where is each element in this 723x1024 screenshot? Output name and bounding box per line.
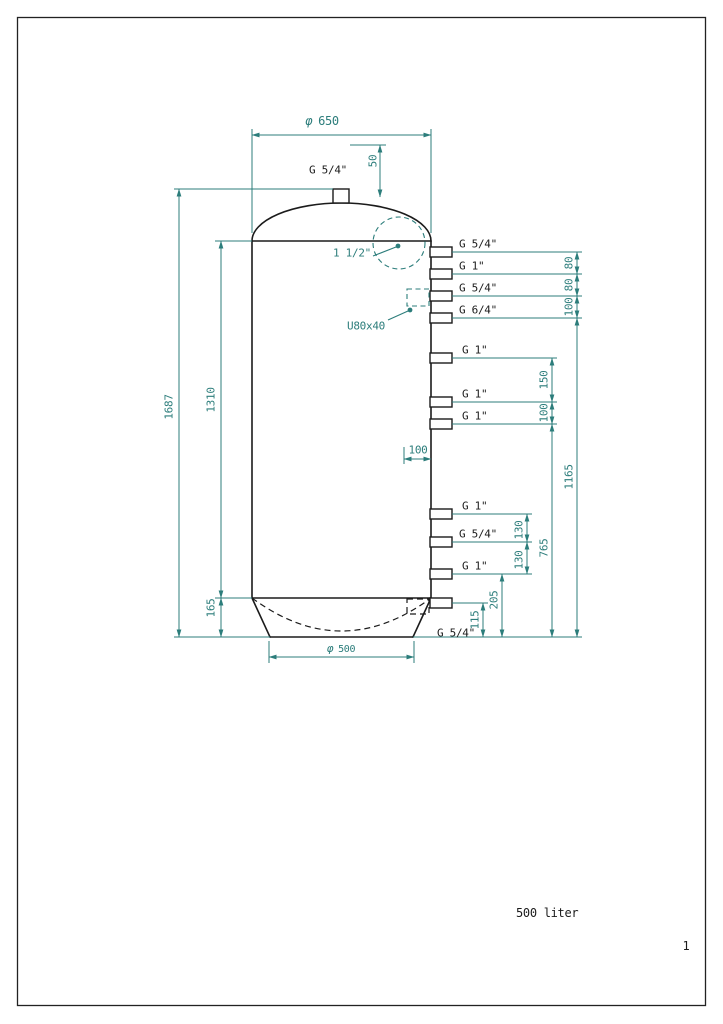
page-border <box>16 16 707 1007</box>
dim-gap-80a: 80 <box>562 256 576 270</box>
bottom-internal-detail <box>406 598 430 615</box>
dim-base-diameter: φ 500 <box>327 643 356 655</box>
nozzle-stub <box>429 312 453 324</box>
top-connection-label: G 5/4" <box>309 163 347 177</box>
hidden-lines <box>251 597 432 632</box>
dim-height-115: 115 <box>468 610 482 630</box>
detail-rect-u80x40 <box>406 288 430 307</box>
dim-overall-height: 1687 <box>162 394 176 420</box>
nozzle-stub <box>429 352 453 364</box>
leader-dot-flange <box>395 243 401 249</box>
leader-flange <box>372 246 397 257</box>
dim-depth-100: 100 <box>408 443 428 457</box>
nozzle-stub <box>429 536 453 548</box>
connection-label-9: G 5/4" <box>459 527 497 541</box>
nozzle-stub <box>429 268 453 280</box>
connection-label-3: G 5/4" <box>459 281 497 295</box>
nozzle-stub <box>429 508 453 520</box>
tank-top-dome <box>251 202 432 242</box>
page-number: 1 <box>682 939 690 953</box>
dim-gap-100b: 100 <box>537 403 551 423</box>
dim-height-1165: 1165 <box>562 464 576 490</box>
diameter-symbol: φ <box>326 642 334 655</box>
dim-offset-top: 50 <box>366 154 380 168</box>
tank-bottom-dome-hidden <box>251 597 432 632</box>
leader-u80x40 <box>387 310 409 321</box>
top-nozzle <box>332 188 350 204</box>
dim-gap-100a: 100 <box>562 297 576 317</box>
detail-flange-label: 1 1/2" <box>333 246 371 260</box>
detail-circle-flange <box>372 216 426 270</box>
dim-gap-80b: 80 <box>562 278 576 292</box>
connection-label-5: G 1" <box>462 343 488 357</box>
connection-label-8: G 1" <box>462 499 488 513</box>
nozzle-stub <box>429 568 453 580</box>
volume-label: 500 liter <box>516 906 579 920</box>
dimension-lines <box>174 129 582 663</box>
tank-skirt-left <box>251 597 271 638</box>
connection-label-2: G 1" <box>459 259 485 273</box>
detail-u80x40-label: U80x40 <box>347 319 385 333</box>
connection-label-10: G 1" <box>462 559 488 573</box>
connection-label-6: G 1" <box>462 387 488 401</box>
dim-gap-130a: 130 <box>512 520 526 540</box>
tank-skirt-right <box>412 597 432 638</box>
connection-label-7: G 1" <box>462 409 488 423</box>
dim-gap-150: 150 <box>537 370 551 390</box>
dim-shell-height: 1310 <box>204 387 218 413</box>
diameter-symbol: φ <box>305 114 313 128</box>
connection-label-1: G 5/4" <box>459 237 497 251</box>
nozzle-stub <box>429 246 453 258</box>
detail-markers <box>372 216 430 321</box>
nozzle-stub <box>429 597 453 609</box>
nozzle-stub <box>429 290 453 302</box>
bottom-connection-label: G 5/4" <box>437 626 475 640</box>
dim-height-205: 205 <box>487 590 501 610</box>
dim-top-diameter-value: 650 <box>318 114 339 128</box>
dim-base-diameter-value: 500 <box>338 644 356 655</box>
leader-dot-u80x40 <box>407 307 413 313</box>
nozzle-stub <box>429 396 453 408</box>
dim-gap-130b: 130 <box>512 550 526 570</box>
side-nozzles <box>429 246 453 609</box>
dim-top-diameter: φ 650 <box>305 115 339 127</box>
nozzle-stub <box>429 418 453 430</box>
dim-height-765: 765 <box>537 538 551 558</box>
connection-label-4: G 6/4" <box>459 303 497 317</box>
dim-base-height: 165 <box>204 598 218 618</box>
